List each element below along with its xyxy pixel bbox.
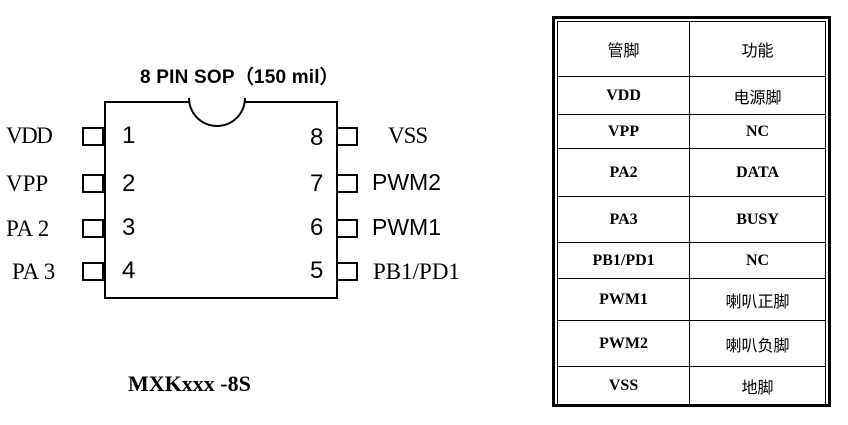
- pin-7-label: PWM2: [372, 169, 441, 195]
- table-row: PA3 BUSY: [556, 196, 826, 243]
- pin-6-label: PWM1: [372, 214, 441, 240]
- pin-1-number: 1: [122, 122, 136, 149]
- cell-pin: PB1/PD1: [556, 242, 691, 279]
- pin-4-label: PA 3: [12, 259, 56, 284]
- table-header-row: 管脚 功能: [556, 21, 826, 77]
- header-pin: 管脚: [556, 21, 691, 77]
- pin-6-lead: [336, 219, 358, 238]
- pin-1-lead: [82, 127, 104, 146]
- pin-5-number: 5: [310, 257, 324, 284]
- pin-3-number: 3: [122, 214, 136, 241]
- cell-pin: PWM2: [556, 320, 691, 367]
- pin-2-label: VPP: [6, 171, 49, 196]
- pinout-diagram: 8 PIN SOP（150 mil） 1 VDD 2 VPP 3 PA 2 4 …: [6, 67, 460, 396]
- table-row: PWM1 喇叭正脚: [556, 278, 826, 321]
- cell-function: NC: [689, 242, 826, 279]
- cell-pin: PA3: [556, 196, 691, 243]
- pin-7-lead: [336, 174, 358, 193]
- pin-7-number: 7: [310, 170, 324, 197]
- cell-pin: PA2: [556, 148, 691, 197]
- pin-1-label: VDD: [6, 123, 53, 148]
- cell-function: DATA: [689, 148, 826, 197]
- pin-5-lead: [336, 262, 358, 281]
- cell-function: 喇叭负脚: [689, 320, 826, 367]
- table-row: PA2 DATA: [556, 148, 826, 197]
- pin-function-table: 管脚 功能 VDD 电源脚 VPP NC PA2 DATA PA3 BUSY P…: [552, 16, 831, 407]
- cell-function: 电源脚: [689, 76, 826, 115]
- cell-function: 地脚: [689, 366, 826, 405]
- pin-8-number: 8: [310, 124, 324, 151]
- table-row: VPP NC: [556, 114, 826, 149]
- table-row: VDD 电源脚: [556, 76, 826, 115]
- cell-pin: VSS: [556, 366, 691, 405]
- pin-6-number: 6: [310, 214, 324, 241]
- header-function: 功能: [689, 21, 826, 77]
- pin-8-lead: [336, 127, 358, 146]
- package-title: 8 PIN SOP（150 mil）: [140, 67, 339, 88]
- table-row: PWM2 喇叭负脚: [556, 320, 826, 367]
- pin-4-lead: [82, 262, 104, 281]
- cell-pin: PWM1: [556, 278, 691, 321]
- pin-2-number: 2: [122, 170, 136, 197]
- cell-pin: VDD: [556, 76, 691, 115]
- table-row: VSS 地脚: [556, 366, 826, 405]
- pin-2-lead: [82, 174, 104, 193]
- cell-function: BUSY: [689, 196, 826, 243]
- cell-function: NC: [689, 114, 826, 149]
- pin-table: 管脚 功能 VDD 电源脚 VPP NC PA2 DATA PA3 BUSY P…: [556, 21, 826, 405]
- pin-3-label: PA 2: [6, 216, 50, 241]
- chip-body: [104, 101, 338, 299]
- pin-3-lead: [82, 219, 104, 238]
- cell-pin: VPP: [556, 114, 691, 149]
- cell-function: 喇叭正脚: [689, 278, 826, 321]
- table-row: PB1/PD1 NC: [556, 242, 826, 279]
- pin-5-label: PB1/PD1: [373, 259, 460, 284]
- pin-8-label: VSS: [388, 123, 428, 148]
- pin-4-number: 4: [122, 257, 136, 284]
- chip-name: MXKxxx -8S: [128, 371, 251, 396]
